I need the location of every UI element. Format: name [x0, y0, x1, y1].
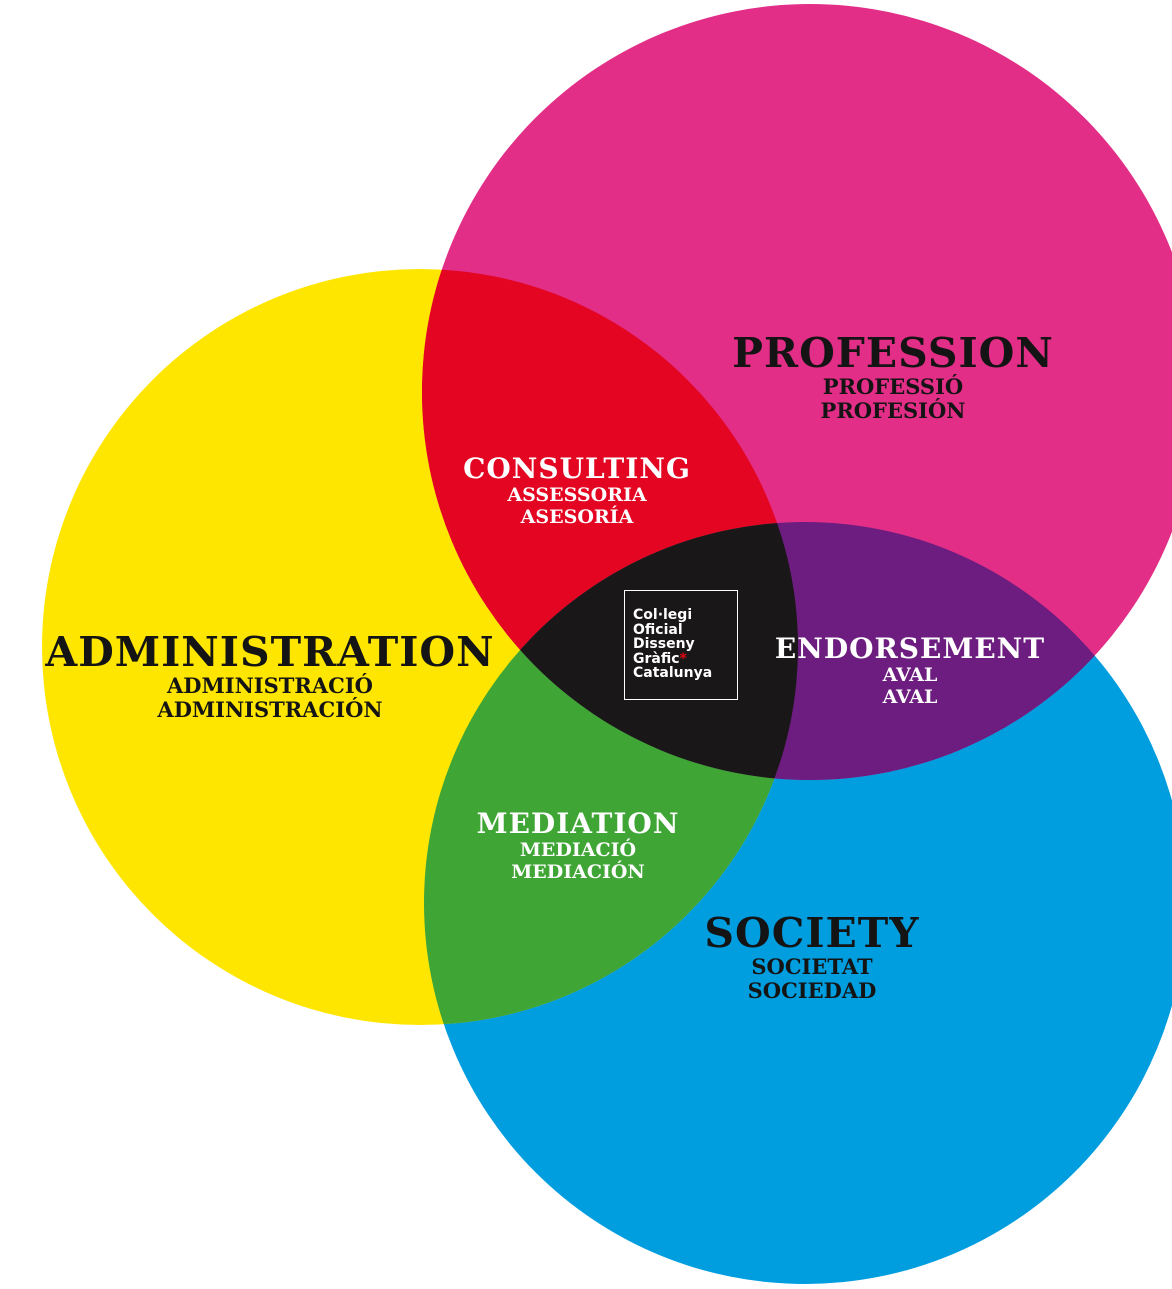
mediation-label: MEDIATION MEDIACIÓ MEDIACIÓN — [476, 807, 680, 884]
center-region-group — [424, 522, 798, 780]
administration-spanish: ADMINISTRACIÓN — [157, 697, 383, 723]
logo-line-3: Disseny — [633, 636, 695, 652]
society-catalan: SOCIETAT — [751, 954, 873, 980]
logo-line-2: Oficial — [633, 621, 683, 638]
logo-line-4-text: Gràfic — [633, 650, 680, 667]
logo-line-1: Col·legi — [633, 607, 693, 623]
center-region — [424, 522, 798, 780]
logo-asterisk: * — [679, 650, 687, 667]
logo-line-4: Gràfic* — [633, 650, 737, 667]
profession-spanish: PROFESIÓN — [820, 398, 966, 424]
administration-title: ADMINISTRATION — [45, 628, 495, 676]
mediation-title: MEDIATION — [476, 807, 680, 840]
consulting-spanish: ASESORÍA — [520, 506, 634, 529]
consulting-catalan: ASSESSORIA — [507, 484, 647, 507]
administration-label: ADMINISTRATION ADMINISTRACIÓ ADMINISTRAC… — [45, 628, 495, 723]
cdgc-logo: Col·legi Oficial Disseny Gràfic* Catalun… — [624, 590, 738, 700]
mediation-spanish: MEDIACIÓN — [511, 861, 645, 884]
logo-line-5: Catalunya — [633, 665, 713, 681]
profession-label: PROFESSION PROFESSIÓ PROFESIÓN — [732, 329, 1054, 424]
profession-title: PROFESSION — [732, 329, 1054, 377]
society-title: SOCIETY — [704, 909, 920, 957]
administration-catalan: ADMINISTRACIÓ — [167, 673, 373, 699]
mediation-catalan: MEDIACIÓ — [519, 839, 637, 862]
endorsement-title: ENDORSEMENT — [774, 632, 1046, 665]
society-spanish: SOCIEDAD — [747, 978, 877, 1004]
endorsement-catalan: AVAL — [882, 664, 938, 687]
society-label: SOCIETY SOCIETAT SOCIEDAD — [704, 909, 920, 1004]
endorsement-spanish: AVAL — [882, 686, 938, 709]
center-region-clip-group — [424, 522, 798, 780]
profession-catalan: PROFESSIÓ — [822, 374, 964, 400]
endorsement-label: ENDORSEMENT AVAL AVAL — [774, 632, 1046, 709]
consulting-title: CONSULTING — [463, 452, 691, 485]
consulting-label: CONSULTING ASSESSORIA ASESORÍA — [463, 452, 691, 529]
